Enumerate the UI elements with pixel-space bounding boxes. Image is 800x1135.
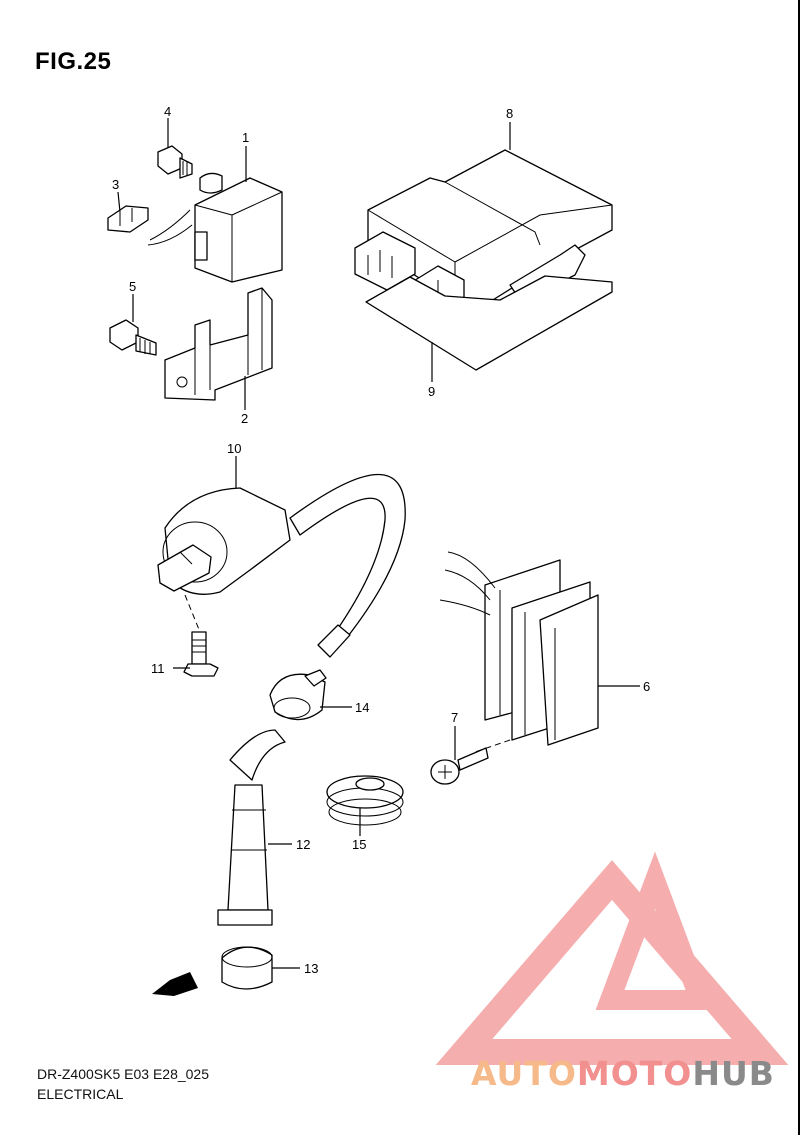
plug-boot-part[interactable]: [221, 946, 273, 990]
callout-1: 1: [242, 130, 249, 145]
callout-10: 10: [227, 441, 241, 456]
cdi-pad-part[interactable]: [365, 275, 613, 371]
brand-hub: HUB: [692, 1054, 775, 1093]
callout-11: 11: [151, 661, 165, 676]
callout-9: 9: [428, 384, 435, 399]
relay-bracket-part[interactable]: [164, 287, 273, 401]
forward-direction-arrow-icon: FWD: [152, 972, 198, 996]
callout-12: 12: [296, 837, 310, 852]
callout-4: 4: [164, 104, 171, 119]
bolt-part-5[interactable]: [109, 319, 157, 356]
watermark-brand-text: AUTOMOTOHUB: [471, 1054, 775, 1093]
figure-title: FIG.25: [35, 48, 112, 75]
relay-part[interactable]: [147, 172, 283, 283]
plug-cap-part[interactable]: [269, 669, 327, 721]
section-name: ELECTRICAL: [37, 1086, 124, 1102]
brand-auto: AUTO: [471, 1054, 577, 1093]
regulator-rectifier-part[interactable]: [439, 551, 599, 746]
brand-moto: MOTO: [576, 1054, 693, 1093]
callout-2: 2: [241, 411, 248, 426]
watermark-logo-icon: [435, 851, 789, 1065]
callout-3: 3: [112, 177, 119, 192]
model-code: DR-Z400SK5 E03 E28_025: [37, 1066, 209, 1082]
connector-clip-part[interactable]: [107, 205, 149, 233]
bolt-part-11[interactable]: [183, 631, 219, 677]
leader-lines: [117, 118, 640, 969]
callout-14: 14: [355, 700, 369, 715]
callout-6: 6: [643, 679, 650, 694]
ignition-coil-part[interactable]: [157, 473, 406, 658]
spark-plug-cap-part[interactable]: [217, 729, 286, 926]
bolt-part-4[interactable]: [157, 145, 193, 179]
grommet-part[interactable]: [326, 775, 404, 826]
screw-part-7[interactable]: [430, 747, 489, 785]
callout-7: 7: [451, 710, 458, 725]
callout-8: 8: [506, 106, 513, 121]
callout-13: 13: [304, 961, 318, 976]
callout-5: 5: [129, 279, 136, 294]
callout-15: 15: [352, 837, 366, 852]
